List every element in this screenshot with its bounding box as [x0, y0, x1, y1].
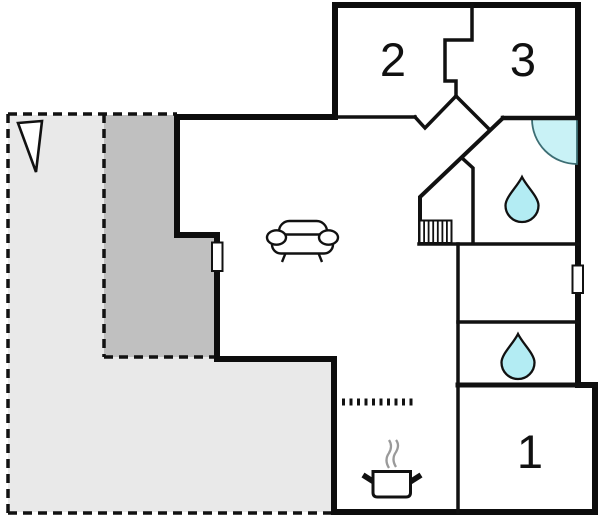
room-3-label: 3 [510, 33, 536, 86]
wall-room2-room3-divider [443, 3, 474, 98]
room-1-label: 1 [517, 425, 543, 478]
steam-line [392, 439, 400, 468]
window-icon [571, 264, 584, 294]
pot-body [371, 470, 412, 499]
stairs-box [418, 219, 453, 244]
stairs-icon [418, 219, 453, 244]
terrace-dashed-border [6, 112, 334, 515]
sofa-icon [265, 219, 340, 263]
terrace-dark [104, 115, 218, 357]
wall-stairs-right [459, 155, 475, 245]
shower-icon [531, 118, 578, 165]
water-drop-icon [504, 174, 540, 224]
cooking-pot-icon [361, 439, 423, 499]
stairs-treads [423, 220, 448, 243]
door-swing-room2 [412, 93, 459, 131]
room-2-label: 2 [380, 33, 406, 86]
wall-hall-diagonal-short [453, 93, 491, 131]
window-icon [211, 241, 224, 272]
steam-line [385, 439, 393, 469]
sofa-armrest-right [317, 229, 340, 246]
north-arrow-icon [16, 119, 44, 173]
water-drop-icon [500, 331, 536, 381]
terrace-light [8, 115, 334, 512]
sofa-armrest-left [265, 229, 288, 246]
